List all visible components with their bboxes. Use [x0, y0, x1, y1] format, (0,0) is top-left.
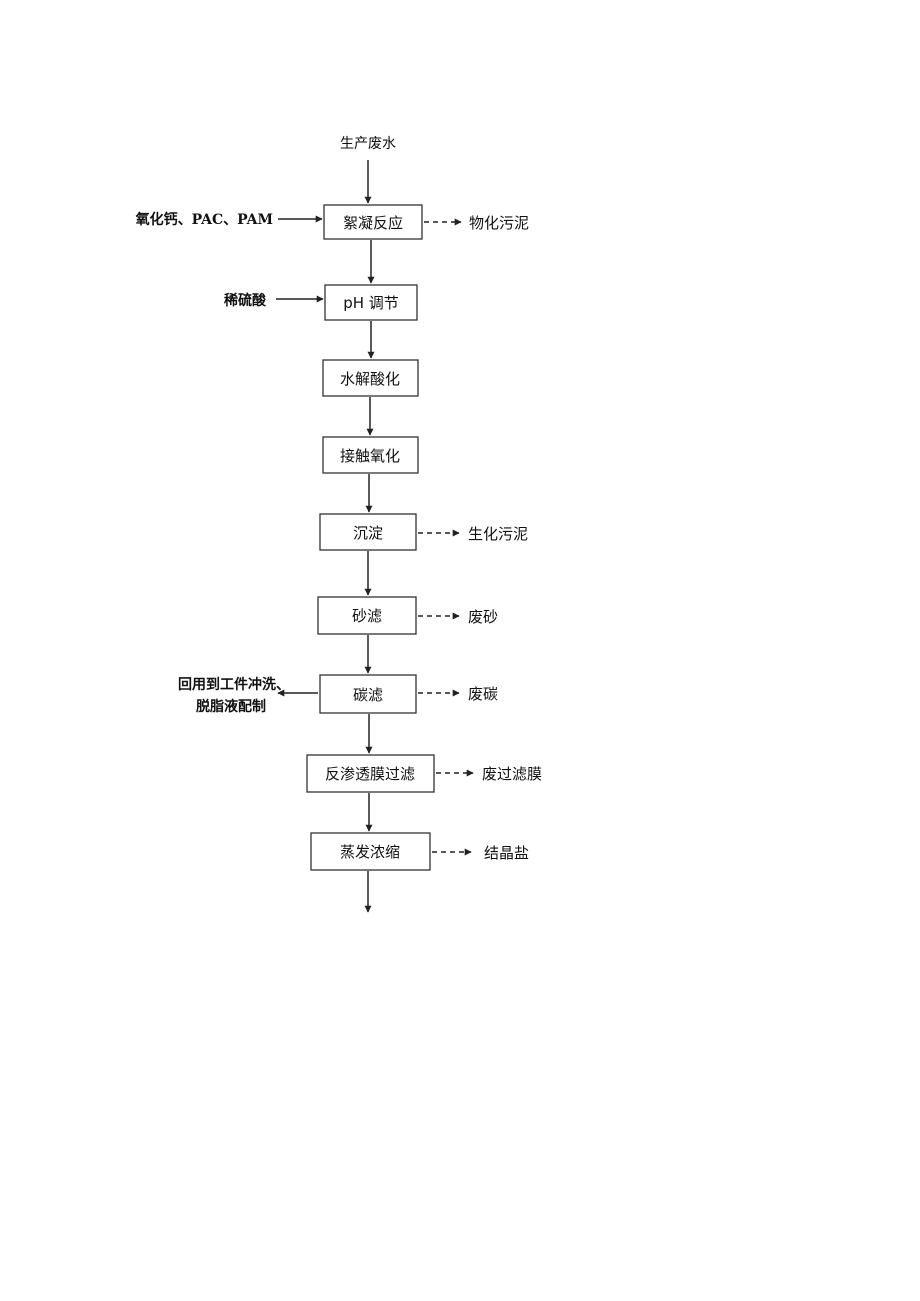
step-box [319, 674, 417, 714]
process-step-ph-adjust: pH 调节 [324, 284, 418, 321]
process-step-evaporation: 蒸发浓缩 [310, 832, 431, 871]
process-step-flocculation: 絮凝反应 [323, 204, 423, 240]
step-label: 砂滤 [352, 607, 382, 625]
step-label: pH 调节 [343, 294, 399, 312]
output-label-waste-membrane: 废过滤膜 [482, 765, 542, 783]
process-step-contact-oxidation: 接触氧化 [322, 436, 419, 474]
input-label-acid: 稀硫酸 [224, 292, 267, 309]
reuse-label-line1: 回用到工件冲洗、 [178, 676, 290, 693]
step-box [319, 513, 417, 551]
output-label-physchem-sludge: 物化污泥 [469, 214, 529, 232]
step-box [310, 832, 431, 871]
output-label-waste-sand: 废砂 [468, 608, 498, 626]
reuse-label-line2: 脱脂液配制 [196, 698, 266, 715]
step-label: 絮凝反应 [343, 214, 403, 232]
step-label: 反渗透膜过滤 [325, 765, 415, 783]
step-box [323, 204, 423, 240]
step-label: 碳滤 [353, 686, 383, 704]
output-label-waste-carbon: 废碳 [468, 685, 498, 703]
step-box [322, 436, 419, 474]
step-label: 沉淀 [353, 524, 383, 542]
process-step-hydrolysis: 水解酸化 [322, 359, 419, 397]
step-box [317, 596, 417, 635]
process-step-sedimentation: 沉淀 [319, 513, 417, 551]
output-label-bio-sludge: 生化污泥 [468, 525, 528, 543]
step-label: 水解酸化 [340, 370, 400, 388]
step-box [322, 359, 419, 397]
process-step-reverse-osmosis: 反渗透膜过滤 [306, 754, 435, 793]
source-label: 生产废水 [340, 136, 396, 152]
step-box [306, 754, 435, 793]
process-step-carbon-filter: 碳滤 [319, 674, 417, 714]
process-step-sand-filter: 砂滤 [317, 596, 417, 635]
input-label-reagents: 氧化钙、PAC、PAM [135, 211, 273, 228]
step-label: 接触氧化 [340, 447, 400, 465]
output-label-crystal-salt: 结晶盐 [484, 844, 529, 862]
step-box [324, 284, 418, 321]
step-label: 蒸发浓缩 [340, 843, 400, 861]
